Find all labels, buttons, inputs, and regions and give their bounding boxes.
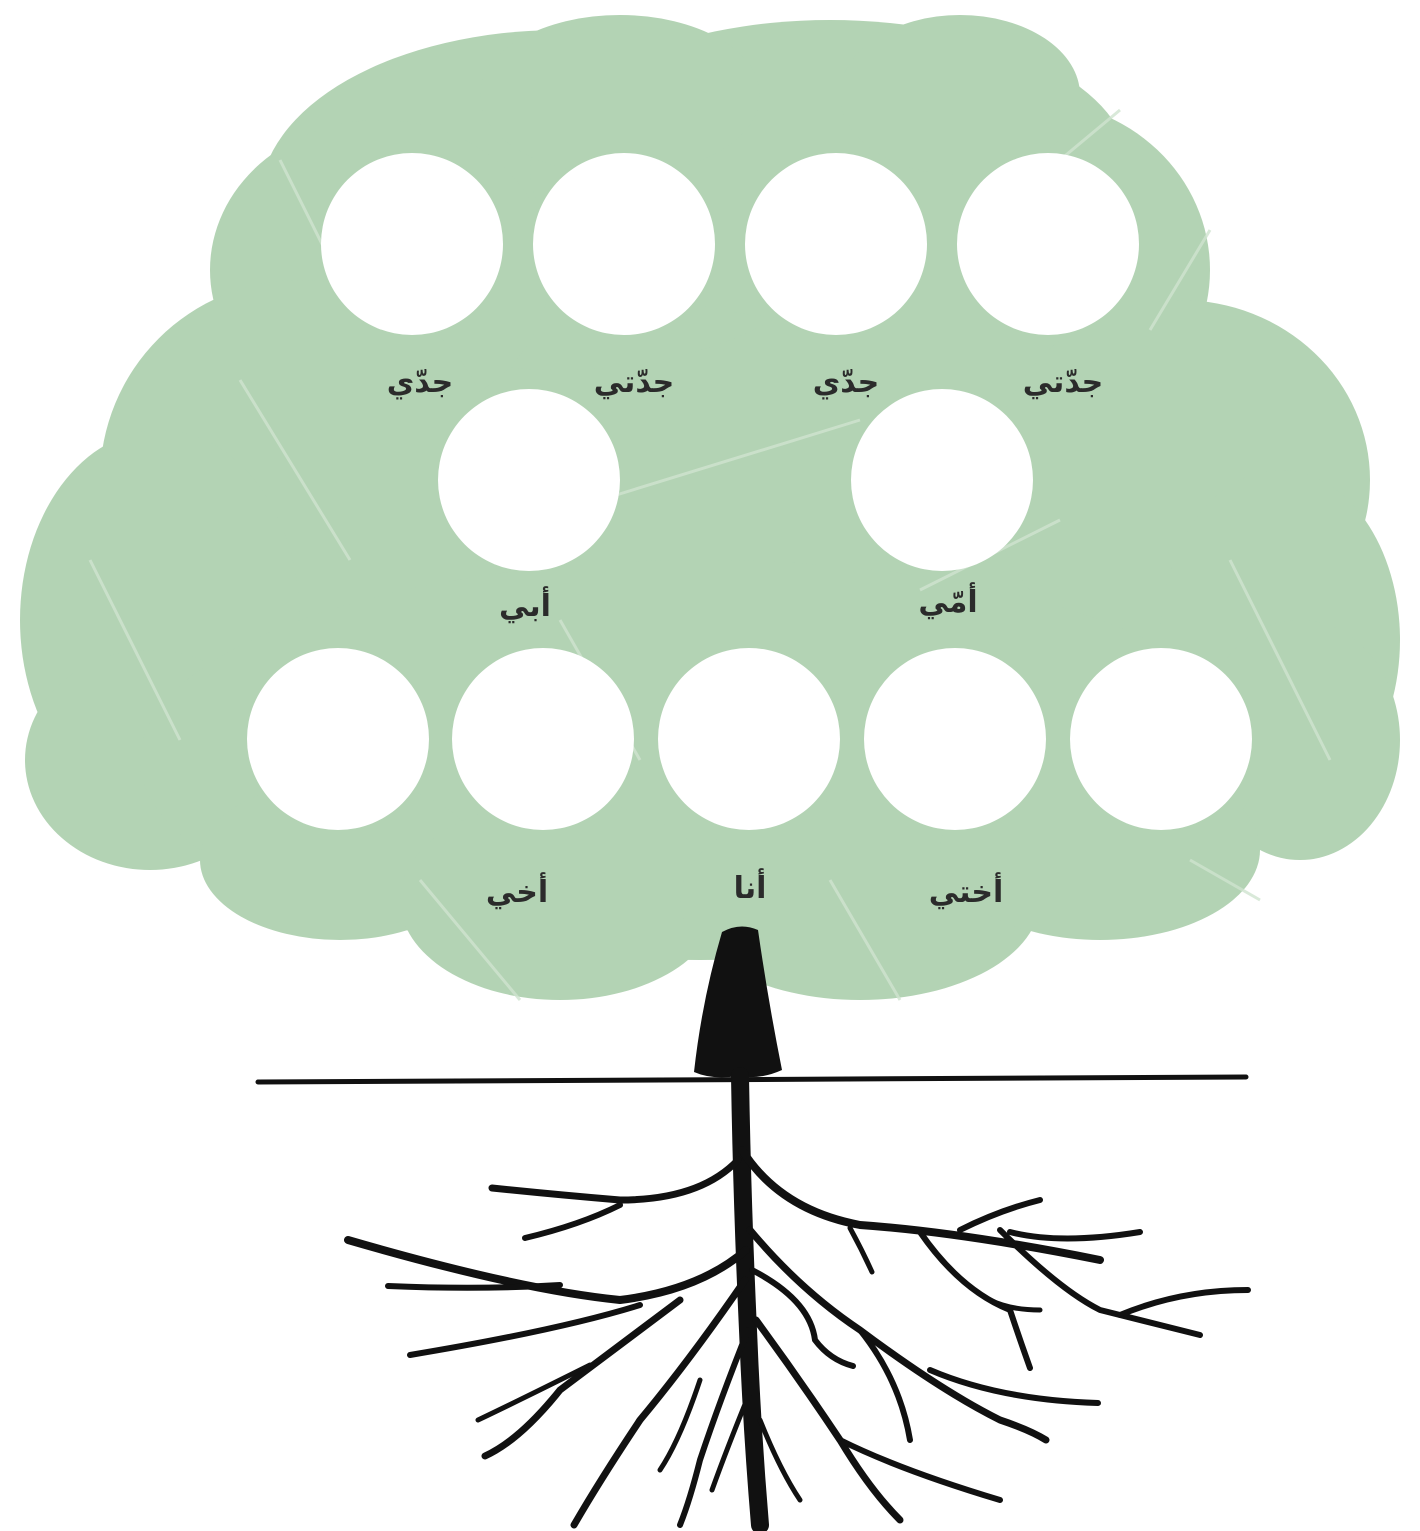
- tree-canopy: [20, 15, 1400, 1000]
- labels: جدّي جدّتي جدّي جدّتي أبي أمّي أخي أنا أ…: [387, 365, 1104, 910]
- label-father: أبي: [499, 586, 551, 624]
- grandparents-row: [321, 153, 1139, 335]
- photo-slot-grandfather-2[interactable]: [745, 153, 927, 335]
- label-grandmother-2: جدّتي: [1023, 365, 1104, 400]
- label-sister: أختي: [929, 872, 1004, 910]
- label-mother: أمّي: [918, 582, 977, 620]
- photo-slot-brother[interactable]: [452, 648, 634, 830]
- siblings-row: [247, 648, 1252, 830]
- tree-roots: [344, 1067, 1251, 1531]
- photo-slot-grandmother-1[interactable]: [533, 153, 715, 335]
- photo-slot-grandmother-2[interactable]: [957, 153, 1139, 335]
- photo-slot-father[interactable]: [438, 389, 620, 571]
- photo-slot-sister[interactable]: [864, 648, 1046, 830]
- label-grandmother-1: جدّتي: [594, 365, 675, 400]
- label-grandfather-1: جدّي: [387, 365, 453, 400]
- label-brother: أخي: [486, 872, 548, 910]
- label-me: أنا: [734, 868, 767, 906]
- photo-slot-me[interactable]: [658, 648, 840, 830]
- photo-slot-sibling-extra-right[interactable]: [1070, 648, 1252, 830]
- photo-slot-grandfather-1[interactable]: [321, 153, 503, 335]
- label-grandfather-2: جدّي: [813, 365, 879, 400]
- ground-line: [255, 1074, 1249, 1085]
- tree-trunk: [694, 926, 782, 1078]
- parents-row: [438, 389, 1033, 571]
- photo-slot-mother[interactable]: [851, 389, 1033, 571]
- photo-slot-sibling-extra-left[interactable]: [247, 648, 429, 830]
